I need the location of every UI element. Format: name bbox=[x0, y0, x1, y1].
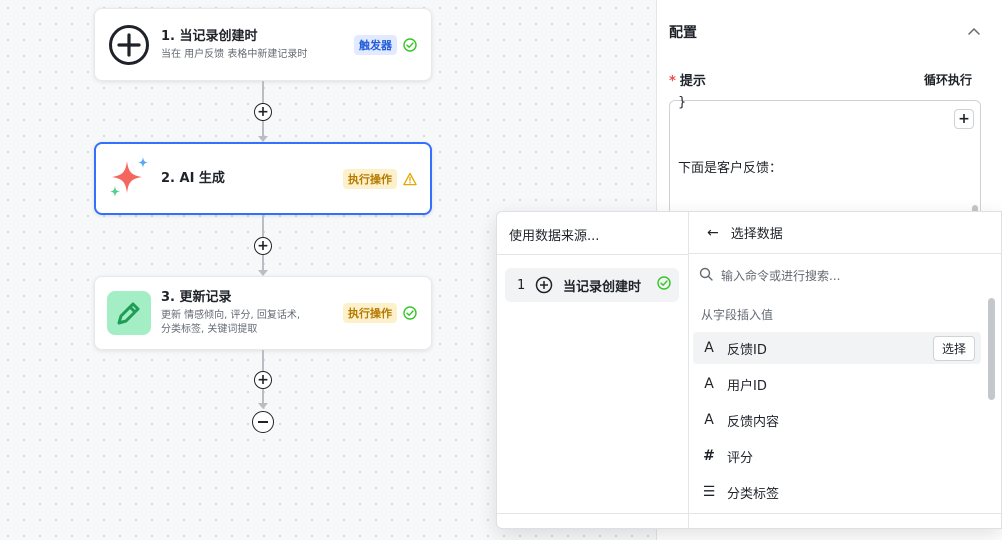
text-field-icon: A bbox=[704, 412, 714, 428]
loop-execute-link[interactable]: 循环执行 bbox=[923, 73, 972, 87]
field-item[interactable]: A 用户ID bbox=[693, 368, 981, 400]
search-icon bbox=[699, 267, 713, 285]
text-field-icon: A bbox=[704, 340, 714, 356]
add-step-button[interactable]: + bbox=[254, 371, 272, 389]
connector-arrow bbox=[258, 403, 268, 409]
back-arrow-icon[interactable]: ← bbox=[707, 224, 719, 241]
add-circle-icon bbox=[107, 23, 151, 67]
field-label: 反馈ID bbox=[727, 342, 767, 358]
field-item[interactable]: A 反馈内容 bbox=[693, 404, 981, 436]
workflow-node-update-record[interactable]: 3. 更新记录 更新 情感倾向, 评分, 回复话术, 分类标签, 关键词提取 执… bbox=[94, 276, 432, 350]
source-column: 使用数据来源... 1 当记录创建时 bbox=[497, 212, 689, 528]
divider bbox=[497, 254, 688, 255]
add-circle-icon bbox=[535, 276, 553, 294]
source-title: 使用数据来源... bbox=[509, 229, 600, 244]
select-data-title: 选择数据 bbox=[730, 227, 783, 242]
prompt-label-text: 提示 bbox=[679, 74, 706, 89]
node-title: 1. 当记录创建时 bbox=[161, 28, 258, 44]
field-item[interactable]: A 反馈ID 选择 bbox=[693, 332, 981, 364]
prompt-text: 下面是客户反馈： bbox=[678, 161, 783, 176]
required-mark: * bbox=[669, 74, 676, 89]
select-button[interactable]: 选择 bbox=[932, 335, 975, 361]
node-subtitle: 更新 情感倾向, 评分, 回复话术, 分类标签, 关键词提取 bbox=[161, 310, 301, 335]
search-row bbox=[699, 264, 989, 288]
connector-arrow bbox=[258, 136, 268, 142]
source-label: 当记录创建时 bbox=[563, 279, 642, 295]
prompt-brace: } bbox=[678, 95, 687, 110]
field-item[interactable]: # 评分 bbox=[693, 440, 981, 472]
number-field-icon: # bbox=[703, 448, 715, 464]
section-label: 从字段插入值 bbox=[701, 308, 774, 322]
source-item-trigger[interactable]: 1 当记录创建时 bbox=[505, 268, 679, 302]
sparkle-icon bbox=[107, 156, 151, 201]
action-badge: 执行操作 bbox=[343, 303, 397, 323]
add-step-button[interactable]: + bbox=[254, 237, 272, 255]
prompt-label: *提示 bbox=[669, 70, 706, 89]
source-index: 1 bbox=[517, 277, 526, 293]
text-field-icon: A bbox=[704, 376, 714, 392]
field-list-scrollbar[interactable] bbox=[988, 298, 995, 400]
workflow-node-trigger[interactable]: 1. 当记录创建时 当在 用户反馈 表格中新建记录时 触发器 bbox=[94, 8, 432, 81]
end-flow-button[interactable] bbox=[252, 411, 274, 433]
pencil-icon bbox=[107, 291, 151, 335]
config-title: 配置 bbox=[669, 25, 697, 41]
field-label: 反馈内容 bbox=[727, 414, 780, 430]
data-picker-popup: 使用数据来源... 1 当记录创建时 ← 选择数据 从字段插入值 A 反 bbox=[496, 211, 1002, 529]
workflow-canvas: 1. 当记录创建时 当在 用户反馈 表格中新建记录时 触发器 + 2. AI 生… bbox=[94, 8, 432, 433]
multi-select-icon: ☰ bbox=[702, 484, 716, 500]
field-item[interactable]: ☰ 分类标签 bbox=[693, 476, 981, 508]
trigger-badge: 触发器 bbox=[354, 34, 397, 55]
field-label: 评分 bbox=[727, 450, 754, 466]
field-label: 用户ID bbox=[727, 378, 767, 394]
search-input[interactable] bbox=[721, 269, 971, 283]
node-title: 2. AI 生成 bbox=[161, 170, 225, 186]
node-subtitle: 当在 用户反馈 表格中新建记录时 bbox=[161, 48, 308, 60]
chevron-up-icon[interactable] bbox=[968, 24, 980, 39]
insert-variable-button[interactable]: + bbox=[954, 109, 974, 129]
check-circle-icon bbox=[403, 306, 417, 320]
divider bbox=[497, 513, 1001, 514]
action-badge: 执行操作 bbox=[343, 168, 397, 189]
back-row[interactable]: ← 选择数据 bbox=[689, 212, 1001, 254]
check-circle-icon bbox=[403, 37, 417, 52]
minus-icon bbox=[258, 421, 268, 423]
field-column: ← 选择数据 从字段插入值 A 反馈ID 选择 A 用户ID A 反馈内容 # … bbox=[689, 212, 1001, 528]
node-title: 3. 更新记录 bbox=[161, 290, 232, 305]
prompt-scrollbar[interactable] bbox=[972, 205, 978, 215]
add-step-button[interactable]: + bbox=[254, 103, 272, 121]
connector-arrow bbox=[258, 270, 268, 276]
check-circle-icon bbox=[657, 276, 671, 294]
field-label: 分类标签 bbox=[727, 486, 780, 502]
workflow-node-ai-generate[interactable]: 2. AI 生成 执行操作 bbox=[94, 142, 432, 215]
warning-icon bbox=[403, 172, 417, 186]
